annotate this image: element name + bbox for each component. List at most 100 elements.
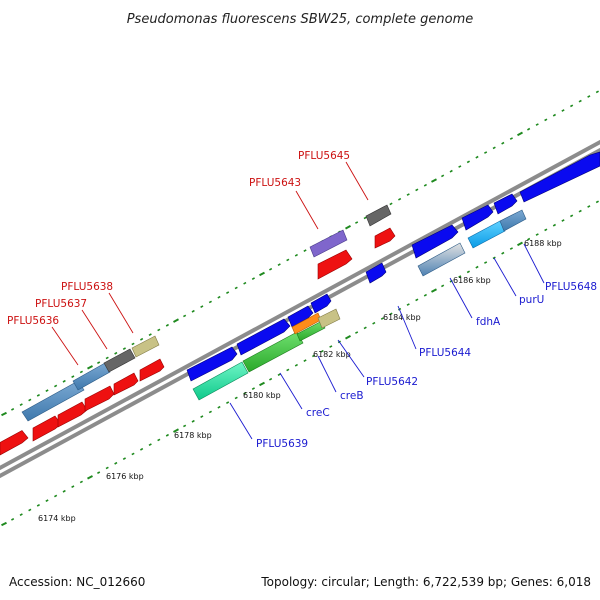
tick-minor [440,174,445,178]
position-label-6174: 6174 kbp [38,514,76,523]
tick-minor [277,373,281,376]
gene-reverse-pflu5643[interactable] [317,249,353,280]
gene-label-creC[interactable]: creC [306,407,330,419]
gene-forward-7[interactable] [461,204,494,231]
tick-minor [423,183,427,187]
gene-label-pflu5643[interactable]: PFLU5643 [249,177,301,189]
gene-reverse-1[interactable] [0,430,29,456]
tick-track-lower [1,200,599,527]
tick-minor [492,256,496,260]
tick-minor [183,424,187,428]
tick-major [259,271,265,277]
tick-minor [165,323,170,327]
gene-pflu5642[interactable] [317,308,341,329]
tick-minor [157,328,161,332]
tick-minor [484,261,488,264]
tick-minor [191,419,195,423]
tick-minor [97,361,101,365]
backbone-inner [0,139,600,471]
tick-minor [458,165,462,168]
gene-label-pflu5638[interactable]: PFLU5638 [61,281,113,293]
reverse-leader-lines [51,161,369,366]
tick-minor [11,517,15,521]
tick-major [1,521,7,527]
tick-minor [11,407,15,411]
tick-minor [440,284,445,288]
tick-minor [251,277,256,280]
gene-forward-9[interactable] [519,151,600,203]
gene-pflu5637[interactable] [103,348,136,373]
gene-forward-8[interactable] [493,193,518,215]
tick-minor [561,219,565,222]
tick-minor [311,354,316,358]
tick-minor [19,403,23,407]
gene-pflu5643[interactable] [309,229,348,258]
tick-minor [122,457,126,461]
tick-minor [552,223,557,227]
gene-label-pflu5642[interactable]: PFLU5642 [366,376,418,388]
gene-label-pflu5636[interactable]: PFLU5636 [7,315,59,327]
tick-minor [363,216,367,220]
gene-pflu5636b[interactable] [72,362,111,391]
tick-major [259,381,265,387]
tick-minor [53,384,58,388]
tick-minor [303,359,307,362]
gene-label-pflu5648[interactable]: PFLU5648 [545,281,597,293]
gene-reverse-pflu5645[interactable] [374,227,396,249]
gene-pflu5638[interactable] [131,335,160,358]
gene-forward-2[interactable] [236,318,291,356]
position-label-6182: 6182 kbp [313,350,351,359]
gene-label-pflu5637[interactable]: PFLU5637 [35,298,87,310]
gene-forward-5[interactable] [365,262,387,284]
tick-major [517,241,523,247]
gene-forward-4[interactable] [310,293,332,314]
tick-minor [329,345,333,348]
gene-forward-1[interactable] [186,346,238,382]
tick-minor [71,485,75,489]
gene-purU[interactable] [499,209,527,232]
tick-minor [406,303,410,306]
gene-label-creB[interactable]: creB [340,390,364,402]
gene-reverse-6-pflu5638[interactable] [139,358,165,382]
tick-minor [28,508,32,512]
tick-minor [526,127,531,131]
tick-major [431,288,437,293]
tick-minor [200,305,204,308]
gene-label-purU[interactable]: purU [519,294,544,306]
gene-creB[interactable] [296,320,326,342]
tick-minor [243,391,247,395]
tick-major [345,225,351,230]
gene-reverse-5-pflu5637[interactable] [113,372,139,396]
tick-minor [492,146,496,150]
tick-major [1,411,7,417]
gene-pflu5636[interactable] [21,380,85,422]
tick-minor [595,200,599,204]
tick-minor [269,377,273,381]
tick-minor [509,247,513,250]
gene-label-pflu5644[interactable]: PFLU5644 [419,347,471,359]
tick-major [431,178,437,183]
tick-minor [294,363,298,367]
tick-minor [458,275,462,278]
gene-label-fdhA[interactable]: fdhA [476,316,501,328]
tick-minor [466,160,470,164]
gene-pflu5639[interactable] [192,361,249,401]
gene-fdhA[interactable] [467,220,506,249]
gene-reverse-3[interactable] [57,401,88,428]
tick-minor [509,137,513,140]
tick-minor [165,433,170,437]
tick-minor [157,438,161,442]
gene-pflu5645[interactable] [365,204,392,227]
gene-label-pflu5639[interactable]: PFLU5639 [256,438,308,450]
gene-pflu5644[interactable] [417,242,466,277]
gene-reverse-4[interactable] [84,385,115,412]
gene-label-pflu5645[interactable]: PFLU5645 [298,150,350,162]
tick-minor [286,258,290,262]
tick-minor [570,104,574,108]
gene-forward-6[interactable] [411,224,459,259]
gene-forward-3[interactable] [287,305,314,328]
forward-leader-lines [229,243,545,440]
gene-creC[interactable] [242,331,304,373]
tick-minor [243,281,247,285]
tick-minor [303,249,307,252]
